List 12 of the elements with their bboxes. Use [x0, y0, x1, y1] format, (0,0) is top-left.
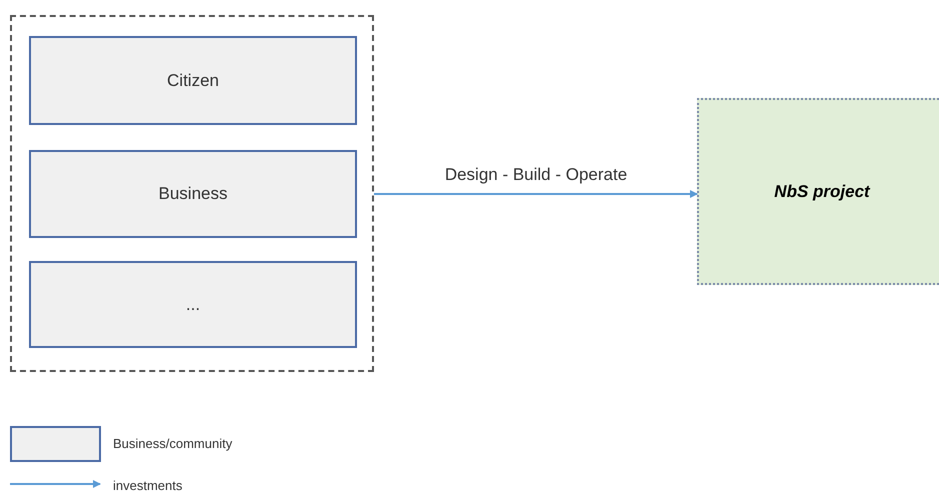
- group-box: [10, 15, 374, 372]
- actor-box: [29, 261, 357, 348]
- project-box: [697, 98, 939, 285]
- legend-label: investments: [113, 477, 182, 494]
- box-label: Business: [158, 183, 228, 206]
- project-title: NbS project: [774, 180, 870, 203]
- box-label: ...: [186, 294, 200, 316]
- box-label: Citizen: [167, 70, 219, 92]
- actor-box: [29, 150, 357, 238]
- arrow: [374, 190, 698, 198]
- legend-label: Business/community: [113, 435, 232, 453]
- actor-box: [29, 36, 357, 125]
